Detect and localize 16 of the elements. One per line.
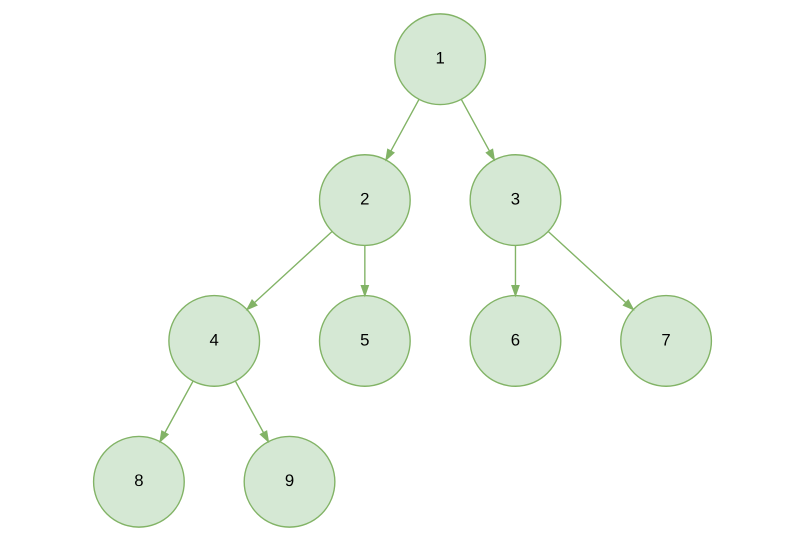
- node-circle: 8: [92, 436, 185, 528]
- arrow: [511, 246, 520, 298]
- node-circle: 2: [318, 154, 411, 246]
- arrow: [159, 380, 194, 444]
- node-circle: 3: [469, 154, 562, 246]
- node-circle: 1: [394, 13, 486, 106]
- arrow: [360, 246, 370, 298]
- arrow: [385, 99, 420, 162]
- arrow: [460, 99, 496, 162]
- node-circle: 4: [168, 294, 260, 387]
- arrow: [234, 380, 270, 444]
- node-circle: 5: [318, 294, 411, 387]
- node-circle: 9: [244, 436, 336, 528]
- arrow: [246, 231, 332, 311]
- arrow: [548, 231, 635, 311]
- node-circle: 6: [469, 294, 562, 387]
